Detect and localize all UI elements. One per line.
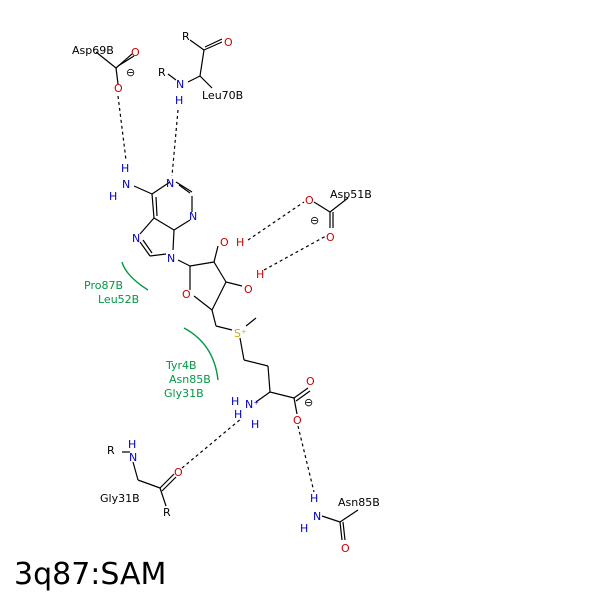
atom-o: O — [182, 288, 191, 301]
residue-label-asn85b-contact: Asn85B — [169, 373, 211, 386]
residue-label-leu52b: Leu52B — [98, 293, 139, 306]
residue-label-asp51b: Asp51B — [330, 188, 372, 201]
atom-o: O — [244, 283, 253, 296]
charge-minus: ⊖ — [310, 214, 319, 227]
atom-labels: O O ⊖ R O R N H H N H N N N N O O H O H … — [107, 30, 350, 555]
residue-label-leu70b: Leu70B — [202, 89, 243, 102]
atom-o: O — [114, 82, 123, 95]
atom-o: O — [131, 46, 140, 59]
residue-label-pro87b: Pro87B — [84, 279, 123, 292]
atom-r: R — [158, 66, 166, 79]
hydrophobic-arc-tyr4-asn85-gly31 — [183, 327, 219, 381]
atom-n: N — [176, 78, 184, 91]
atom-s-plus: S⁺ — [234, 327, 247, 340]
atom-h: H — [236, 236, 244, 249]
atom-h: H — [256, 268, 264, 281]
residue-label-gly31b: Gly31B — [100, 492, 140, 505]
atom-h: H — [109, 190, 117, 203]
atom-n: N — [313, 510, 321, 523]
atom-n: N — [129, 451, 137, 464]
atom-r: R — [163, 506, 171, 519]
atom-o: O — [293, 414, 302, 427]
charge-minus: ⊖ — [126, 66, 135, 79]
atom-h: H — [310, 492, 318, 505]
atom-o: O — [224, 36, 233, 49]
charge-minus: ⊖ — [304, 396, 313, 409]
diagram-title: 3q87:SAM — [14, 557, 166, 592]
atom-o: O — [305, 194, 314, 207]
atom-o: O — [306, 375, 315, 388]
atom-o: O — [341, 542, 350, 555]
atom-h: H — [231, 395, 239, 408]
atom-h: H — [175, 94, 183, 107]
hydrophobic-contacts — [121, 261, 219, 381]
atom-h: H — [234, 408, 242, 421]
residue-label-asn85b: Asn85B — [338, 496, 380, 509]
atom-o: O — [326, 231, 335, 244]
residue-label-gly31b-contact: Gly31B — [164, 387, 204, 400]
hydrophobic-arc-pro87-leu52 — [121, 261, 149, 291]
hydrogen-bonds — [117, 95, 327, 493]
residue-labels: Asp69B Leu70B Asp51B Pro87B Leu52B Tyr4B… — [72, 44, 380, 509]
atom-n: N — [166, 177, 174, 190]
atom-r: R — [182, 30, 190, 43]
atom-h: H — [251, 418, 259, 431]
atom-h: H — [128, 438, 136, 451]
bond-lines — [95, 38, 359, 541]
atom-h: H — [300, 522, 308, 535]
atom-o: O — [220, 236, 229, 249]
residue-label-tyr4b: Tyr4B — [165, 359, 197, 372]
atom-n: N — [167, 252, 175, 265]
residue-label-asp69b: Asp69B — [72, 44, 114, 57]
atom-n: N — [122, 178, 130, 191]
atom-h: H — [121, 162, 129, 175]
atom-r: R — [107, 444, 115, 457]
atom-n-plus: N⁺ — [245, 398, 259, 411]
atom-o: O — [174, 466, 183, 479]
atom-n: N — [132, 232, 140, 245]
atom-n: N — [189, 210, 197, 223]
